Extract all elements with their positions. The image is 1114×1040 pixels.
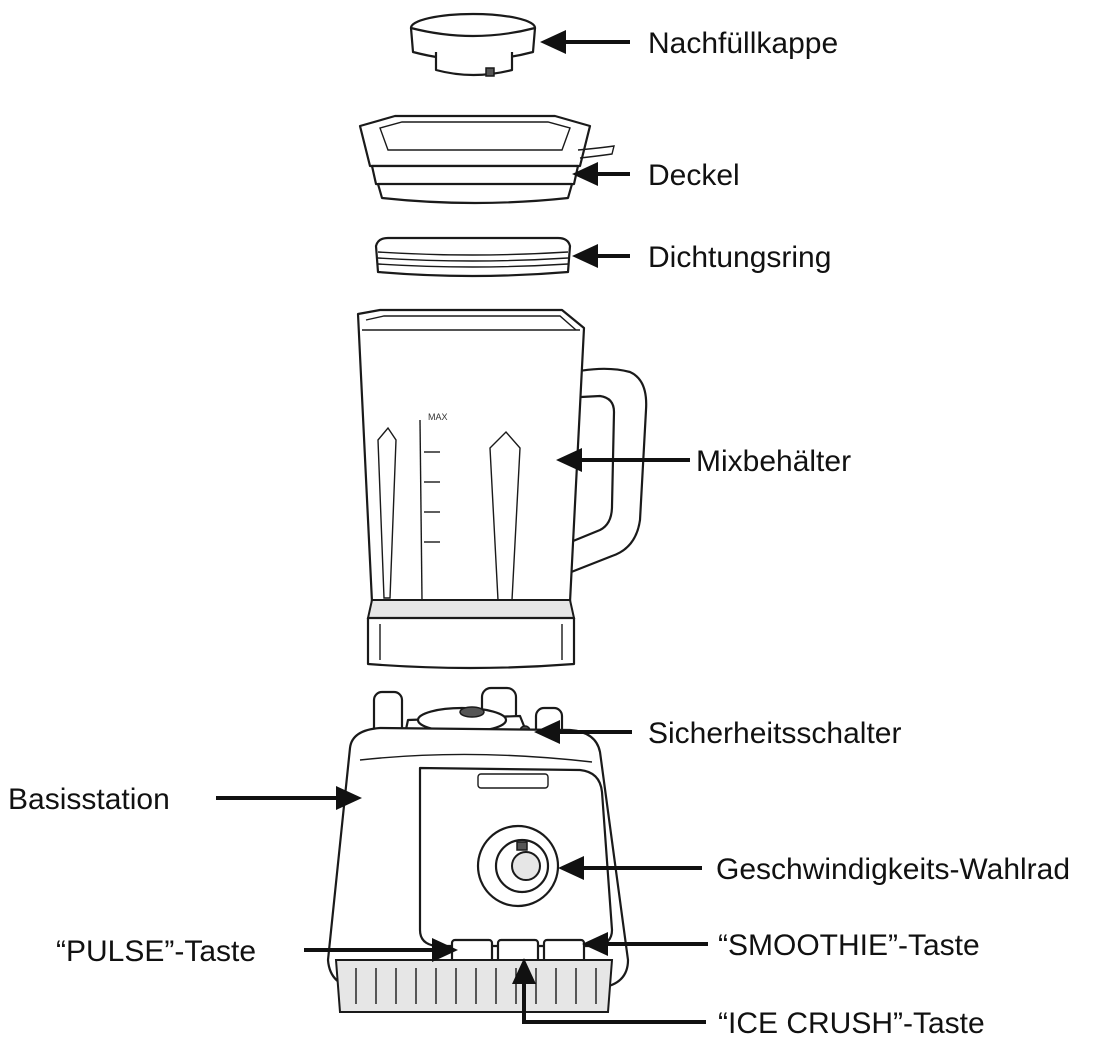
label-ice-crush-button: “ICE CRUSH”-Taste bbox=[718, 1007, 985, 1040]
refill-cap-illustration bbox=[409, 12, 537, 77]
arrow-ice-crush-button bbox=[522, 980, 706, 1024]
label-pulse-button: “PULSE”-Taste bbox=[56, 935, 256, 968]
label-seal-ring: Dichtungsring bbox=[648, 241, 831, 274]
leader-arrows bbox=[216, 30, 708, 1024]
jar-illustration: MAX bbox=[356, 308, 648, 670]
jar-scale-max-mark: MAX bbox=[428, 412, 448, 422]
part-labels: Nachfüllkappe Deckel Dichtungsring Mixbe… bbox=[8, 27, 1070, 1040]
label-jar: Mixbehälter bbox=[696, 445, 851, 478]
seal-ring-illustration bbox=[374, 236, 572, 278]
label-base: Basisstation bbox=[8, 783, 170, 816]
base-illustration bbox=[326, 686, 630, 1013]
label-lid: Deckel bbox=[648, 159, 740, 192]
label-refill-cap: Nachfüllkappe bbox=[648, 27, 838, 60]
lid-illustration bbox=[358, 114, 615, 205]
label-smoothie-button: “SMOOTHIE”-Taste bbox=[718, 929, 980, 962]
label-speed-dial: Geschwindigkeits-Wahlrad bbox=[716, 853, 1070, 886]
label-safety-switch: Sicherheitsschalter bbox=[648, 717, 901, 750]
